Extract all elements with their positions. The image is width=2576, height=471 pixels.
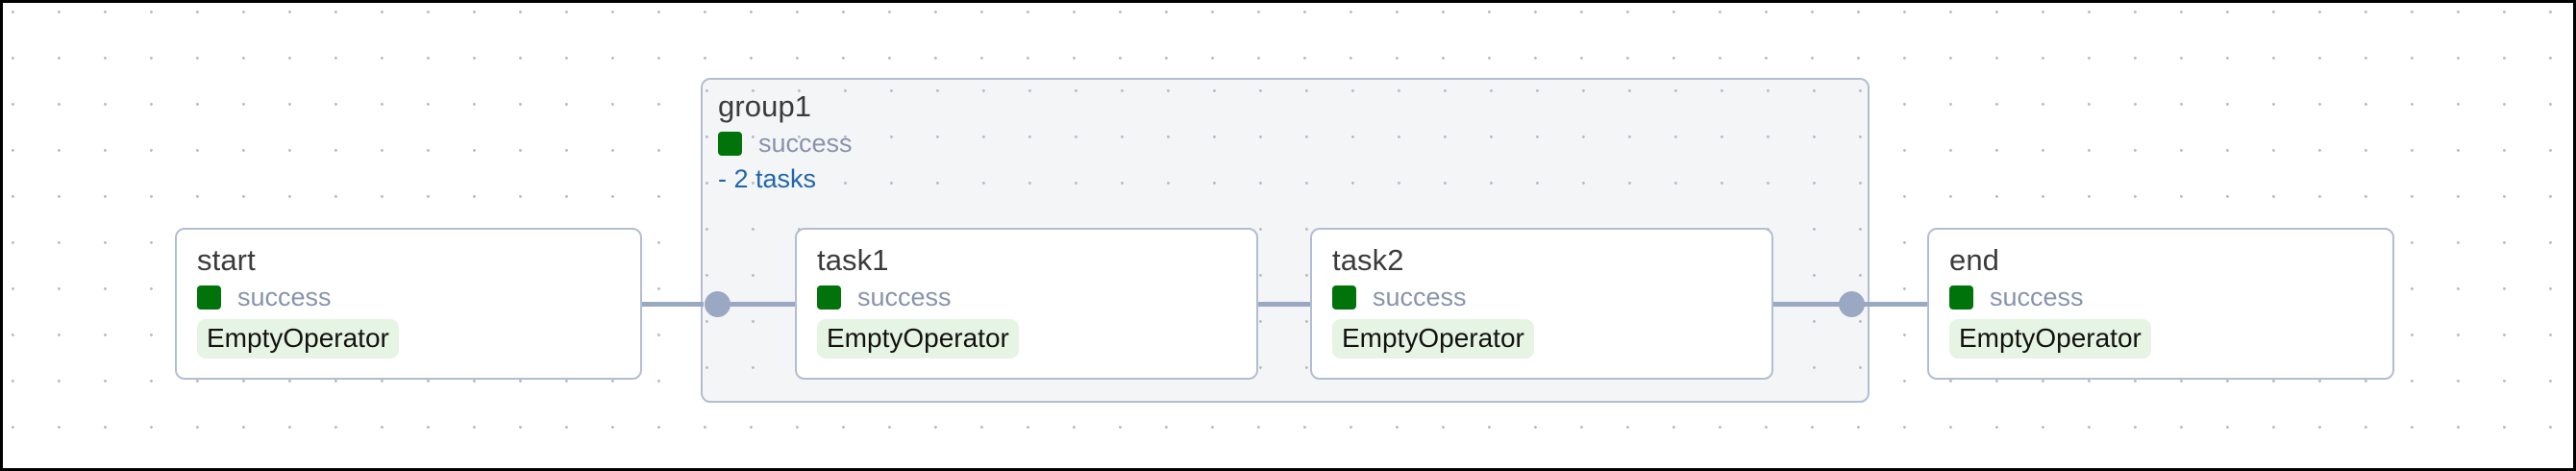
edge-task2-to-group1 [1772, 302, 1842, 307]
task-node-status-row: success [1332, 280, 1771, 314]
edge-task1-to-task2 [1257, 302, 1311, 307]
task-node-status-row: success [817, 280, 1256, 314]
task-node-body: end success EmptyOperator [1929, 230, 2392, 359]
operator-badge: EmptyOperator [197, 319, 399, 359]
operator-badge: EmptyOperator [1949, 319, 2151, 359]
task-node-status-label: success [1373, 283, 1467, 311]
operator-badge: EmptyOperator [817, 319, 1019, 359]
task-node-title: task1 [817, 243, 889, 277]
task-node-body: start success EmptyOperator [177, 230, 640, 359]
task-node-title: task2 [1332, 243, 1404, 277]
task-node-end[interactable]: end success EmptyOperator [1927, 228, 2394, 380]
status-success-icon [197, 285, 221, 310]
task-node-status-label: success [1990, 283, 2084, 311]
edge-start-to-group1 [640, 302, 704, 307]
task-group-title: group1 [718, 89, 812, 123]
status-success-icon [718, 131, 742, 156]
status-success-icon [817, 285, 841, 310]
task-node-task2[interactable]: task2 success EmptyOperator [1310, 228, 1773, 380]
task-node-body: task1 success EmptyOperator [797, 230, 1256, 359]
task-group-header: group1 success - 2 tasks [718, 88, 1035, 196]
task-node-title: start [197, 243, 256, 277]
status-success-icon [1949, 285, 1973, 310]
edge-group1-to-task1 [719, 302, 796, 307]
task-node-status-row: success [1949, 280, 2392, 314]
operator-badge: EmptyOperator [1332, 319, 1534, 359]
edge-connector-dot-left[interactable] [705, 291, 731, 317]
task-node-status-label: success [237, 283, 332, 311]
task-group-status-label: success [758, 129, 853, 158]
edge-group1-to-end [1853, 302, 1928, 307]
task-node-title: end [1949, 243, 2000, 277]
edge-connector-dot-right[interactable] [1839, 291, 1865, 317]
task-node-status-label: success [857, 283, 952, 311]
task-node-status-row: success [197, 280, 640, 314]
status-success-icon [1332, 285, 1356, 310]
task-node-start[interactable]: start success EmptyOperator [175, 228, 642, 380]
task-group-status-row: success [718, 127, 1035, 160]
task-node-task1[interactable]: task1 success EmptyOperator [795, 228, 1258, 380]
task-group-tasks-toggle[interactable]: - 2 tasks [718, 164, 817, 193]
task-node-body: task2 success EmptyOperator [1312, 230, 1771, 359]
